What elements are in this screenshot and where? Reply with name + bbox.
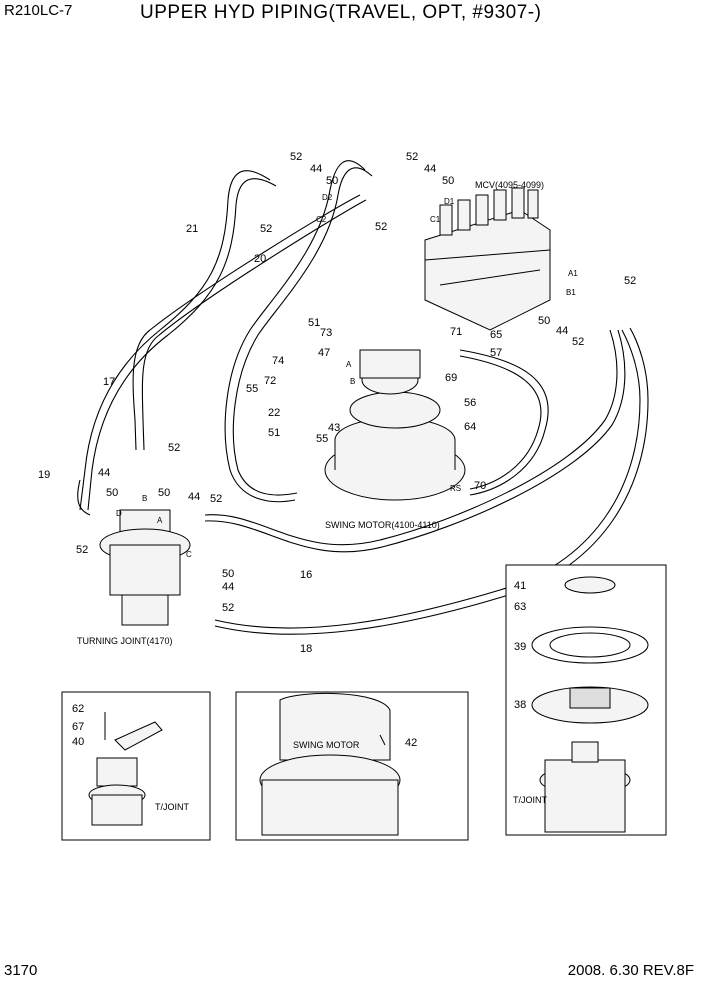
hose-21 (79, 170, 271, 511)
part-number: 69 (445, 372, 457, 384)
port-label: B1 (566, 288, 576, 297)
part-number: 51 (268, 427, 280, 439)
part-number: 52 (168, 442, 180, 454)
part-number: 67 (72, 721, 84, 733)
hose-20-b (232, 167, 373, 496)
part-number: 62 (72, 703, 84, 715)
part-number: 20 (254, 253, 266, 265)
part-number: 52 (406, 151, 418, 163)
hose-69 (459, 349, 549, 496)
inset-tjoint-left-caption: T/JOINT (155, 802, 189, 812)
inset-swing-motor-caption: SWING MOTOR (293, 740, 360, 750)
part-number: 44 (222, 581, 234, 593)
port-label: D2 (322, 193, 333, 202)
inset-tjoint-right-caption: T/JOINT (513, 795, 547, 805)
hose-20 (224, 160, 366, 503)
hose-17 (132, 194, 361, 451)
part-number: 50 (106, 487, 118, 499)
part-number: 57 (490, 347, 502, 359)
part-number: 52 (290, 151, 302, 163)
part-number: 50 (538, 315, 550, 327)
hose-21-b (87, 178, 277, 511)
part-number: 38 (514, 699, 526, 711)
port-label: C2 (316, 215, 327, 224)
port-label: A (157, 516, 163, 525)
revision-date: 2008. 6.30 REV.8F (567, 962, 694, 979)
part-number: 52 (375, 221, 387, 233)
part-number: 44 (188, 491, 200, 503)
part-number: 55 (316, 433, 328, 445)
part-number: 39 (514, 641, 526, 653)
port-label: C (186, 550, 192, 559)
part-number: 65 (490, 329, 502, 341)
part-number: 21 (186, 223, 198, 235)
part-number: 71 (450, 326, 462, 338)
port-label: D (116, 509, 122, 518)
part-number: 44 (556, 325, 568, 337)
part-number: 43 (328, 422, 340, 434)
part-number: 50 (326, 175, 338, 187)
part-number: 50 (442, 175, 454, 187)
mcv-valve (424, 187, 551, 331)
turning-joint-caption: TURNING JOINT(4170) (77, 636, 173, 646)
turning-joint (99, 509, 191, 626)
part-number: 22 (268, 407, 280, 419)
part-number: 18 (300, 643, 312, 655)
port-label: C1 (430, 215, 441, 224)
page-number: 3170 (4, 962, 38, 979)
inset-right-parts (531, 576, 649, 833)
part-number: 42 (405, 737, 417, 749)
port-label: A1 (568, 269, 578, 278)
hose-17-b (141, 199, 367, 451)
swing-motor-caption: SWING MOTOR(4100-4110) (325, 520, 440, 530)
port-label: A (346, 360, 352, 369)
part-number: 16 (300, 569, 312, 581)
part-number: 74 (272, 355, 284, 367)
part-number: 56 (464, 397, 476, 409)
port-label: B (142, 494, 147, 503)
part-number: 55 (246, 383, 258, 395)
inset-middle-parts (259, 692, 401, 836)
port-label: RS (450, 484, 461, 493)
page-title: UPPER HYD PIPING(TRAVEL, OPT, #9307-) (140, 2, 542, 23)
part-number: 44 (424, 163, 436, 175)
hose-19 (77, 479, 91, 516)
port-label: D1 (444, 197, 455, 206)
part-number: 70 (474, 480, 486, 492)
part-number: 52 (572, 336, 584, 348)
model-code: R210LC-7 (4, 2, 73, 19)
hose-69-b (459, 355, 542, 490)
part-number: 52 (76, 544, 88, 556)
hose-18 (214, 329, 641, 629)
hose-16 (204, 329, 618, 546)
part-number: 47 (318, 347, 330, 359)
port-label: B (350, 377, 355, 386)
part-number: 41 (514, 580, 526, 592)
part-number: 40 (72, 736, 84, 748)
part-number: 51 (308, 317, 320, 329)
hose-16-b (204, 329, 626, 553)
part-number: 52 (624, 275, 636, 287)
part-number: 64 (464, 421, 476, 433)
part-number: 17 (103, 376, 115, 388)
part-number: 50 (222, 568, 234, 580)
part-number: 44 (310, 163, 322, 175)
part-number: 19 (38, 469, 50, 481)
part-number: 73 (320, 327, 332, 339)
part-number: 52 (222, 602, 234, 614)
part-number: 52 (210, 493, 222, 505)
part-number: 63 (514, 601, 526, 613)
part-number: 72 (264, 375, 276, 387)
mcv-caption: MCV(4095-4099) (475, 180, 544, 190)
part-number: 44 (98, 467, 110, 479)
swing-motor (324, 349, 466, 501)
part-number: 52 (260, 223, 272, 235)
inset-left-parts (88, 712, 163, 826)
part-number: 50 (158, 487, 170, 499)
